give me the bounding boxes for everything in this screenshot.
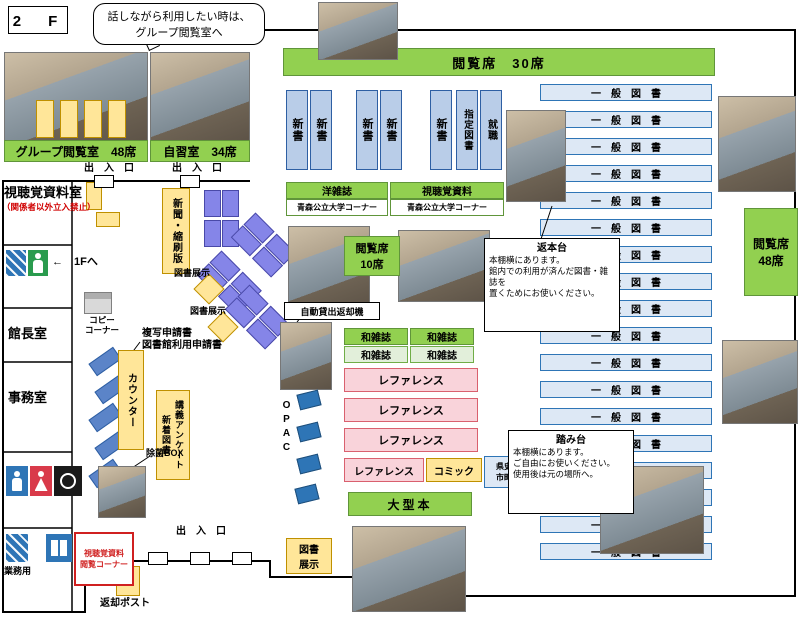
photo-reading-10-area (398, 230, 490, 302)
door (148, 552, 168, 565)
business-use-label: 業務用 (4, 566, 32, 576)
general-books-row: 一 般 図 書 (540, 354, 712, 371)
general-books-row: 一 般 図 書 (540, 381, 712, 398)
womens-restroom-icon (30, 466, 52, 496)
shinsho-shelf: 新書 (430, 90, 452, 170)
shelf (96, 212, 120, 227)
stairs-icon (6, 250, 26, 276)
return-post-label: 返却ポスト (100, 598, 150, 609)
univ-corner-shelf: 青森公立大学コーナー (286, 199, 388, 216)
japanese-magazines-shelf: 和雑誌 (344, 346, 408, 363)
photo-window-desks-mid (722, 340, 798, 424)
study-room-label: 自習室 34席 (150, 140, 250, 162)
copier-lid (85, 293, 111, 299)
return-stand-body: 本棚横にあります。 館内での利用が済んだ図書・雑誌を 置くためにお使いください。 (489, 255, 609, 299)
japanese-magazines-shelf: 和雑誌 (410, 328, 474, 345)
door (180, 175, 200, 188)
shinsho-shelf: 新書 (310, 90, 332, 170)
person-head (38, 471, 44, 477)
reading-seats-48-banner: 閲覧席 48席 (744, 208, 798, 296)
mens-restroom-icon (6, 466, 28, 496)
desk (36, 100, 54, 138)
shinsho-shelf: 新書 (286, 90, 308, 170)
office-label: 事務室 (8, 390, 48, 405)
photo-entrance-lounge (352, 526, 466, 612)
large-books-shelf: 大型本 (348, 492, 472, 516)
photo-return-cart (506, 110, 566, 202)
door (232, 552, 252, 565)
reference-shelf: レファレンス (344, 458, 424, 482)
copy-corner-label: コピー コーナー (84, 315, 119, 336)
to-1f-label: ← 1Fへ (52, 256, 98, 268)
book-display-label-2: 図書展示 (190, 306, 227, 316)
step-stool-body: 本棚横にあります。 ご自由にお使いください。 使用後は元の場所へ。 (513, 447, 616, 480)
person-body (33, 260, 43, 273)
general-books-row: 一 般 図 書 (540, 138, 712, 155)
reading-seats-10-label: 閲覧席 10席 (344, 236, 400, 276)
employment-shelf: 就職 (480, 90, 502, 170)
speech-bubble: 話しながら利用したい時は、 グループ閲覧室へ (93, 3, 265, 45)
director-room-label: 館長室 (8, 326, 48, 341)
return-stand-title: 返本台 (537, 243, 567, 254)
av-viewing-corner: 視聴覚資料 閲覧コーナー (74, 532, 134, 586)
shinsho-shelf: 新書 (356, 90, 378, 170)
door (190, 552, 210, 565)
general-books-row: 一 般 図 書 (540, 84, 712, 101)
japanese-magazines-shelf: 和雑誌 (344, 328, 408, 345)
book-display-label-1: 図書展示 (174, 268, 211, 278)
av-materials-shelf: 視聴覚資料 (390, 182, 504, 199)
shinsho-shelf: 新書 (380, 90, 402, 170)
application-forms-label: 複写申請書 図書館利用申請書 (142, 328, 222, 351)
sanitize-box-label: 除菌BOX (146, 448, 184, 458)
person-body (34, 478, 48, 491)
photo-reading-area-top (318, 2, 398, 60)
general-books-row: 一 般 図 書 (540, 219, 712, 236)
entrance-label-top-2: 出 入 口 (172, 163, 222, 174)
photo-auto-lend-machine (280, 322, 332, 390)
stairs-icon-bottom (6, 534, 28, 562)
photo-study-room (150, 52, 250, 142)
step-stool-callout: 踏み台 本棚横にあります。 ご自由にお使いください。 使用後は元の場所へ。 (508, 430, 634, 514)
comics-shelf: コミック (426, 458, 482, 482)
door (94, 175, 114, 188)
elevator-door (60, 540, 67, 556)
person-body (12, 478, 22, 491)
exit-person-icon (28, 250, 48, 276)
newspaper-shelf: 新聞・縮刷版 (162, 188, 190, 274)
photo-window-desks-top (718, 96, 796, 192)
opac-label: OPAC (281, 400, 292, 456)
elevator-icon (46, 534, 72, 562)
reference-shelf: レファレンス (344, 368, 478, 392)
auto-lend-machine-label: 自動貸出返却機 (284, 302, 380, 320)
entrance-label-top-1: 出 入 口 (84, 163, 134, 174)
person-head (14, 471, 20, 477)
western-magazines-shelf: 洋雑誌 (286, 182, 388, 199)
book-display-stand-bottom: 図書 展示 (286, 538, 332, 574)
person-head (35, 253, 41, 259)
designated-books-shelf: 指定図書 (456, 90, 478, 170)
general-books-row: 一 般 図 書 (540, 408, 712, 425)
entrance-label-bottom: 出 入 口 (176, 526, 226, 537)
wheel-icon (60, 473, 76, 489)
accessible-restroom-icon (54, 466, 82, 496)
step-stool-title: 踏み台 (556, 435, 586, 446)
reference-shelf: レファレンス (344, 428, 478, 452)
desk (84, 100, 102, 138)
desk (60, 100, 78, 138)
counter-label: カウンター (118, 350, 144, 450)
return-stand-callout: 返本台 本棚横にあります。 館内での利用が済んだ図書・雑誌を 置くためにお使いく… (484, 238, 620, 332)
copier-icon (84, 292, 112, 314)
floor-label: 2 F (8, 6, 68, 34)
av-room-label: 視聴覚資料室 (4, 185, 83, 200)
av-room-note: （関係者以外立入禁止） (2, 202, 96, 212)
reference-shelf: レファレンス (344, 398, 478, 422)
univ-corner-shelf: 青森公立大学コーナー (390, 199, 504, 216)
group-room-label: グループ閲覧室 48席 (4, 140, 148, 162)
photo-sanitize-box (98, 466, 146, 518)
desk (108, 100, 126, 138)
lecture-survey-banner: 講義アンケート 新着図書 (156, 390, 190, 480)
japanese-magazines-shelf: 和雑誌 (410, 346, 474, 363)
elevator-door (51, 540, 58, 556)
